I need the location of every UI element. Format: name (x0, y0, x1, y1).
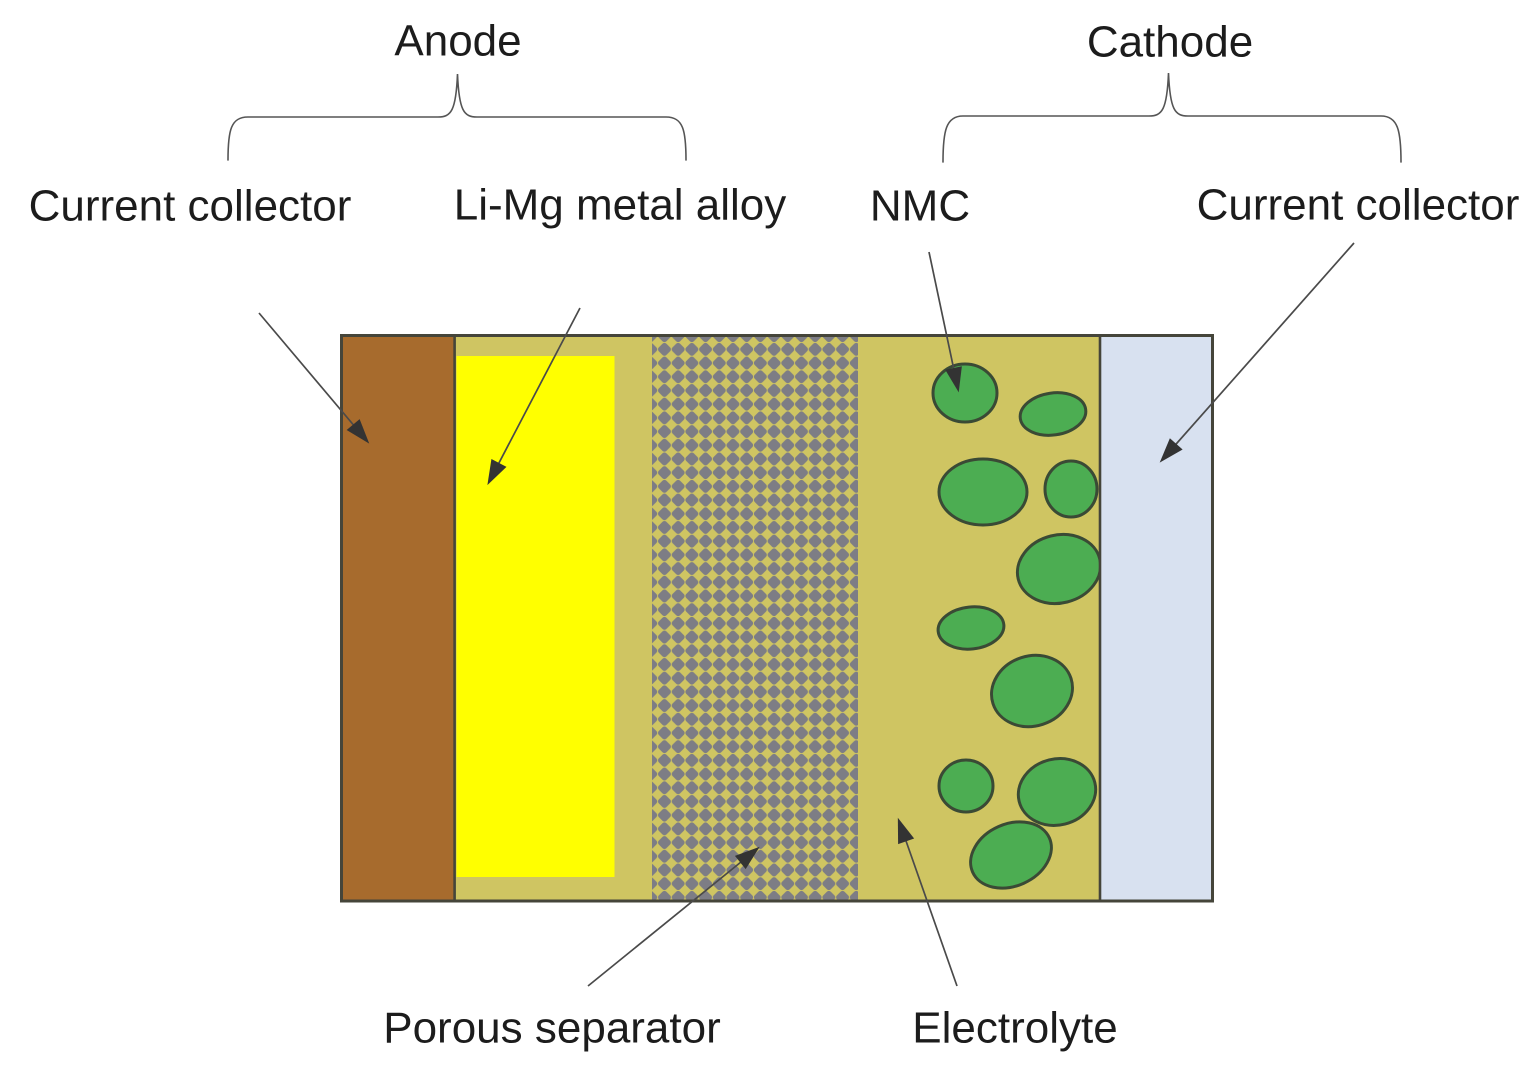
nmc-particle (1016, 757, 1098, 827)
anode-brace (227, 73, 687, 161)
cathode-group-title: Cathode (1087, 18, 1253, 67)
nmc-particle (1018, 391, 1088, 437)
anode-material-arrow (487, 307, 581, 486)
nmc-particle (936, 605, 1006, 651)
nmc-label: NMC (870, 182, 970, 231)
nmc-particle (1043, 459, 1099, 519)
cathode-current-collector-arrow (1159, 242, 1355, 463)
anode-material-layer (456, 356, 615, 877)
nmc-particle (937, 457, 1029, 527)
separator-arrow (587, 846, 760, 987)
electrolyte-arrow (897, 817, 958, 987)
nmc-arrow (928, 251, 962, 393)
cathode-current-collector-label: Current collector (1197, 181, 1520, 230)
anode-material-label: Li-Mg metal alloy (454, 181, 787, 230)
anode-current-collector-layer (341, 335, 454, 901)
cathode-current-collector-layer (1100, 335, 1212, 901)
nmc-particle (931, 362, 999, 424)
nmc-particle (969, 820, 1053, 890)
anode-group-title: Anode (394, 17, 521, 66)
nmc-particle (990, 653, 1074, 729)
porous-separator-layer (652, 335, 858, 901)
nmc-particle (937, 758, 995, 814)
anode-current-collector-label: Current collector (29, 182, 352, 231)
cathode-brace (942, 72, 1402, 163)
cell-outline (340, 334, 1214, 903)
electrolyte-label: Electrolyte (912, 1004, 1117, 1053)
separator-label: Porous separator (383, 1004, 721, 1053)
anode-current-collector-arrow (258, 312, 370, 444)
